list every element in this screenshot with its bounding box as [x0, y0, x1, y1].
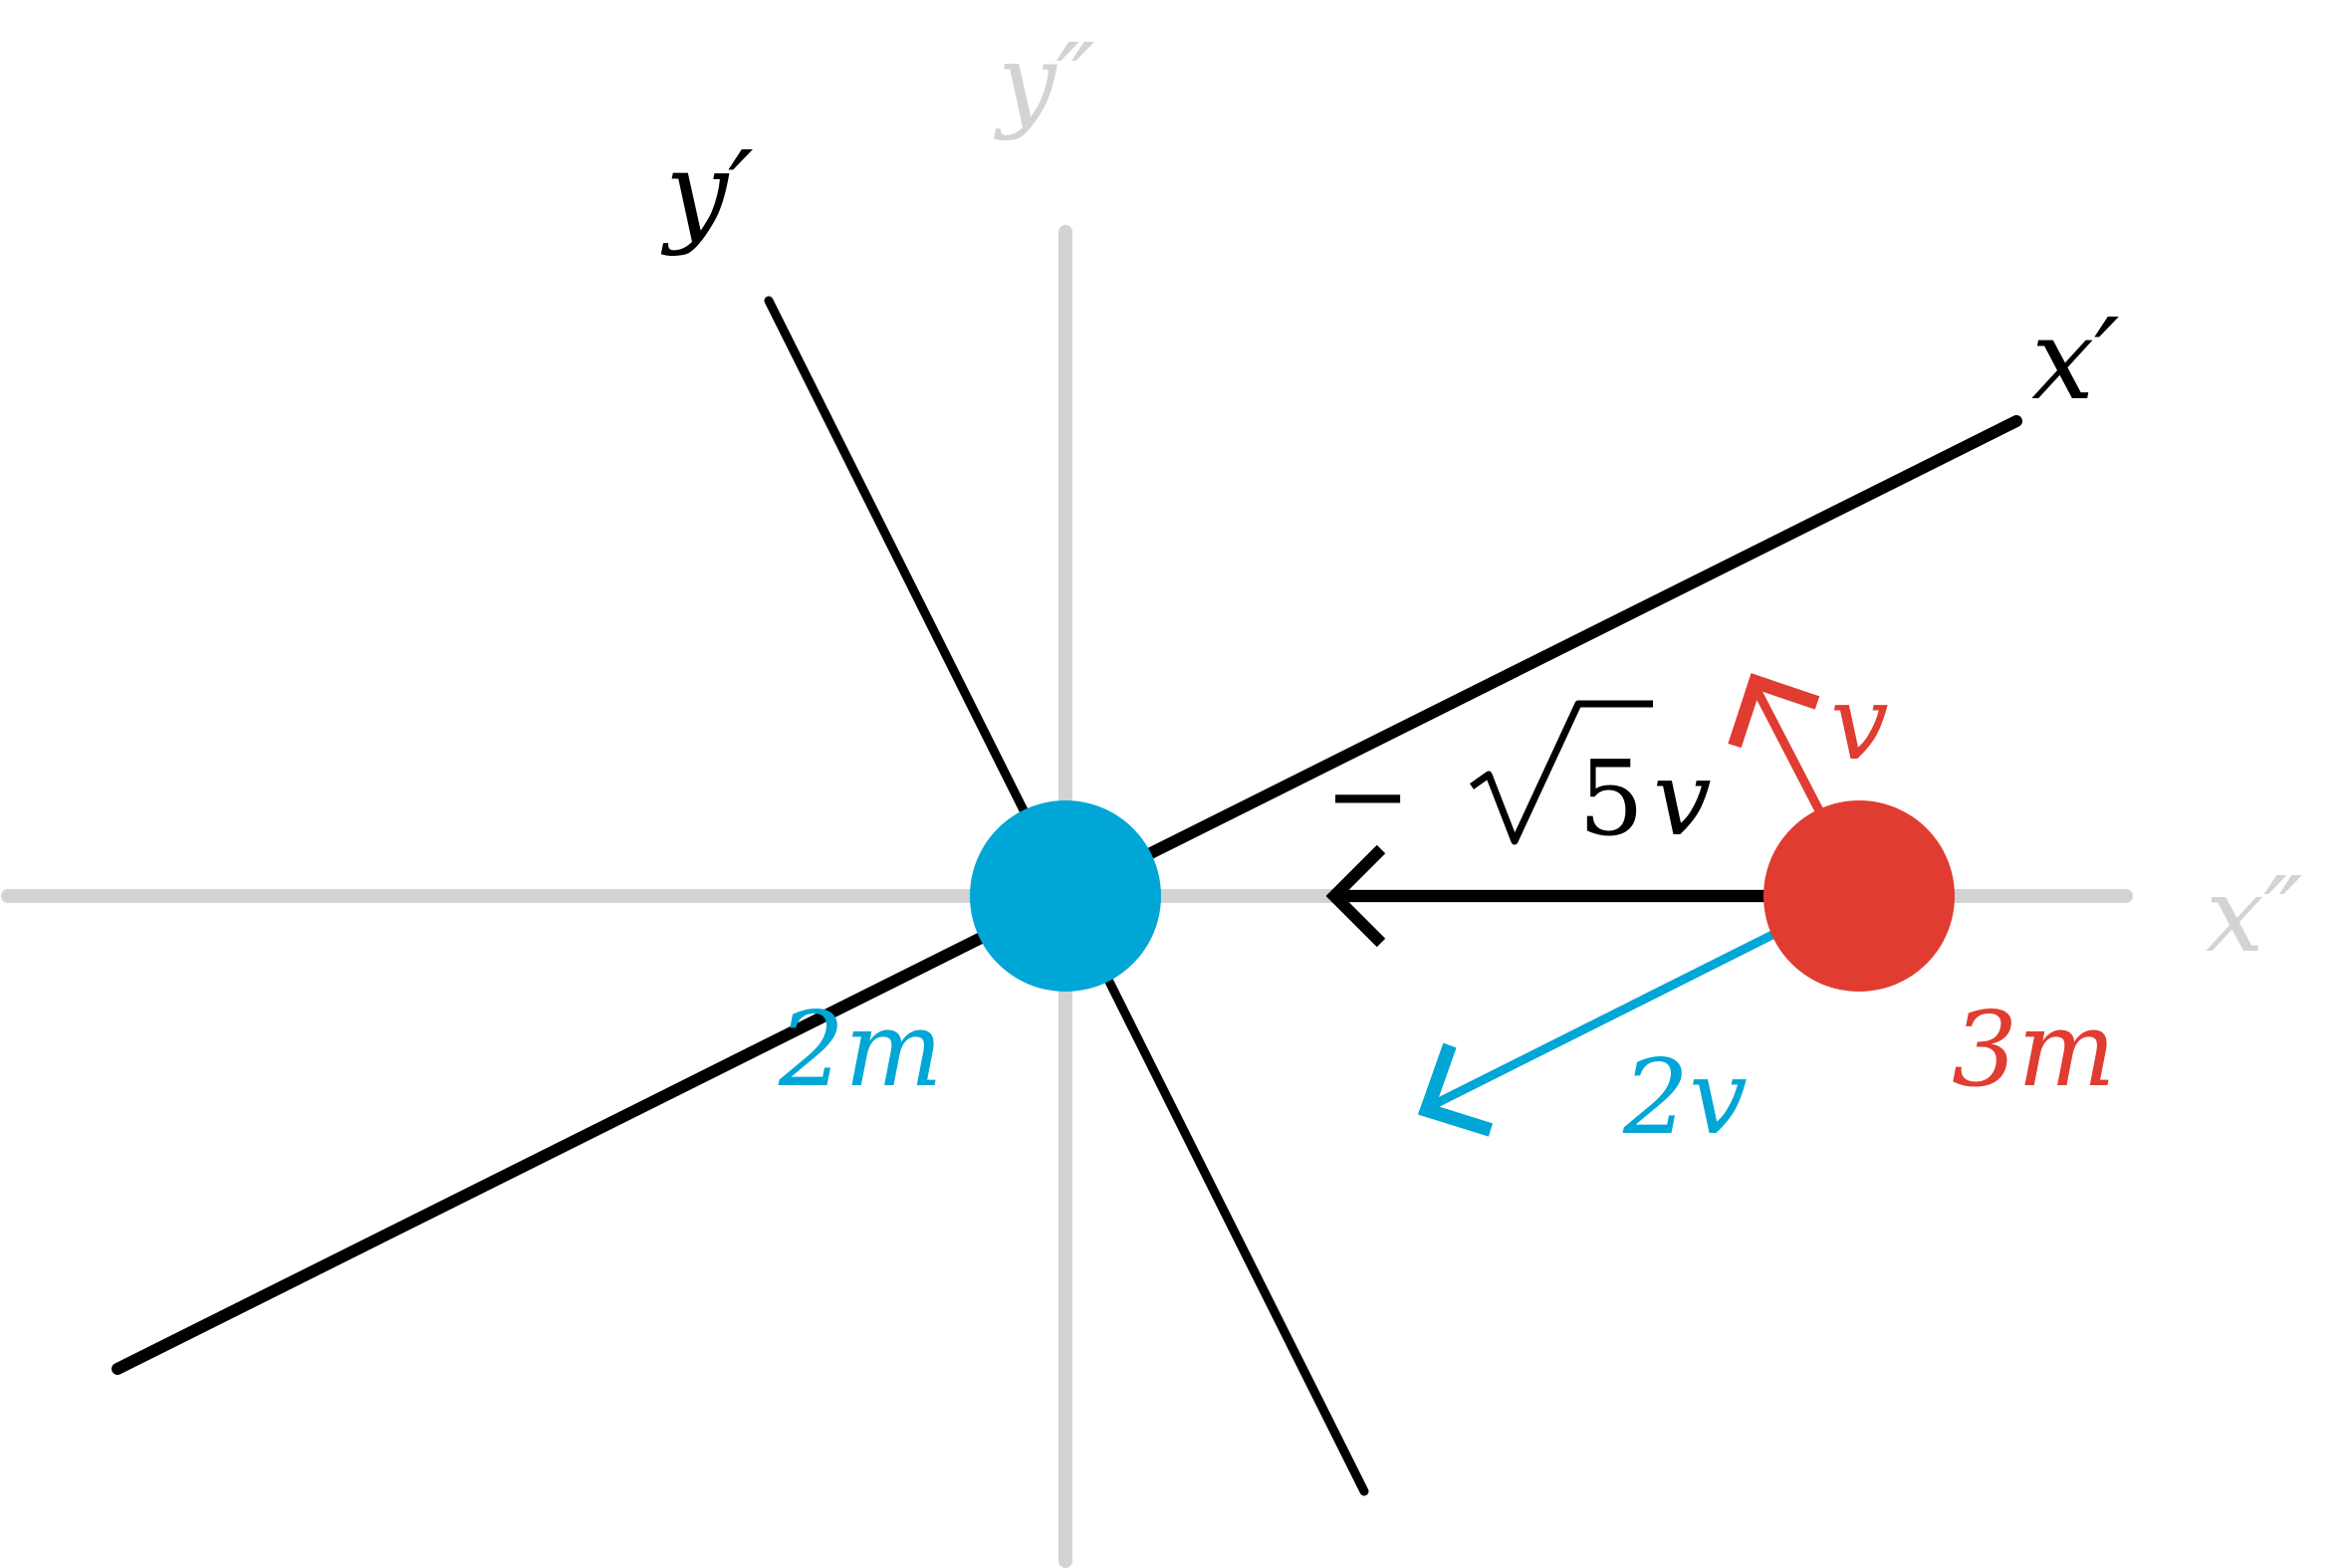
red-velocity-arrow-head	[1728, 673, 1820, 749]
blue-velocity-arrow-head	[1417, 1042, 1494, 1137]
sqrt-radical-sign	[1469, 700, 1653, 845]
blue-mass-ball	[970, 800, 1161, 992]
x-double-prime-label: x″	[2206, 854, 2303, 976]
relative-velocity-radicand: 5	[1578, 738, 1644, 859]
blue-velocity-label: 2v	[1622, 1036, 1748, 1158]
red-mass-ball	[1763, 800, 1955, 992]
relative-velocity-sign: −	[1324, 735, 1411, 856]
blue-mass-label: 2m	[778, 989, 943, 1110]
y-double-prime-label: y″	[994, 21, 1095, 142]
blue-velocity-arrow-shaft	[1424, 929, 1777, 1113]
relative-velocity-label: − 5 v	[1324, 700, 1712, 859]
relative-velocity-symbol: v	[1653, 738, 1712, 859]
relative-velocity-arrow-head	[1325, 844, 1386, 948]
red-velocity-arrow-shaft	[1749, 679, 1826, 819]
red-velocity-label: v	[1830, 662, 1889, 784]
red-mass-label: 3m	[1952, 989, 2116, 1110]
y-prime-label: y′	[660, 128, 754, 258]
x-prime-label: x′	[2031, 296, 2120, 425]
